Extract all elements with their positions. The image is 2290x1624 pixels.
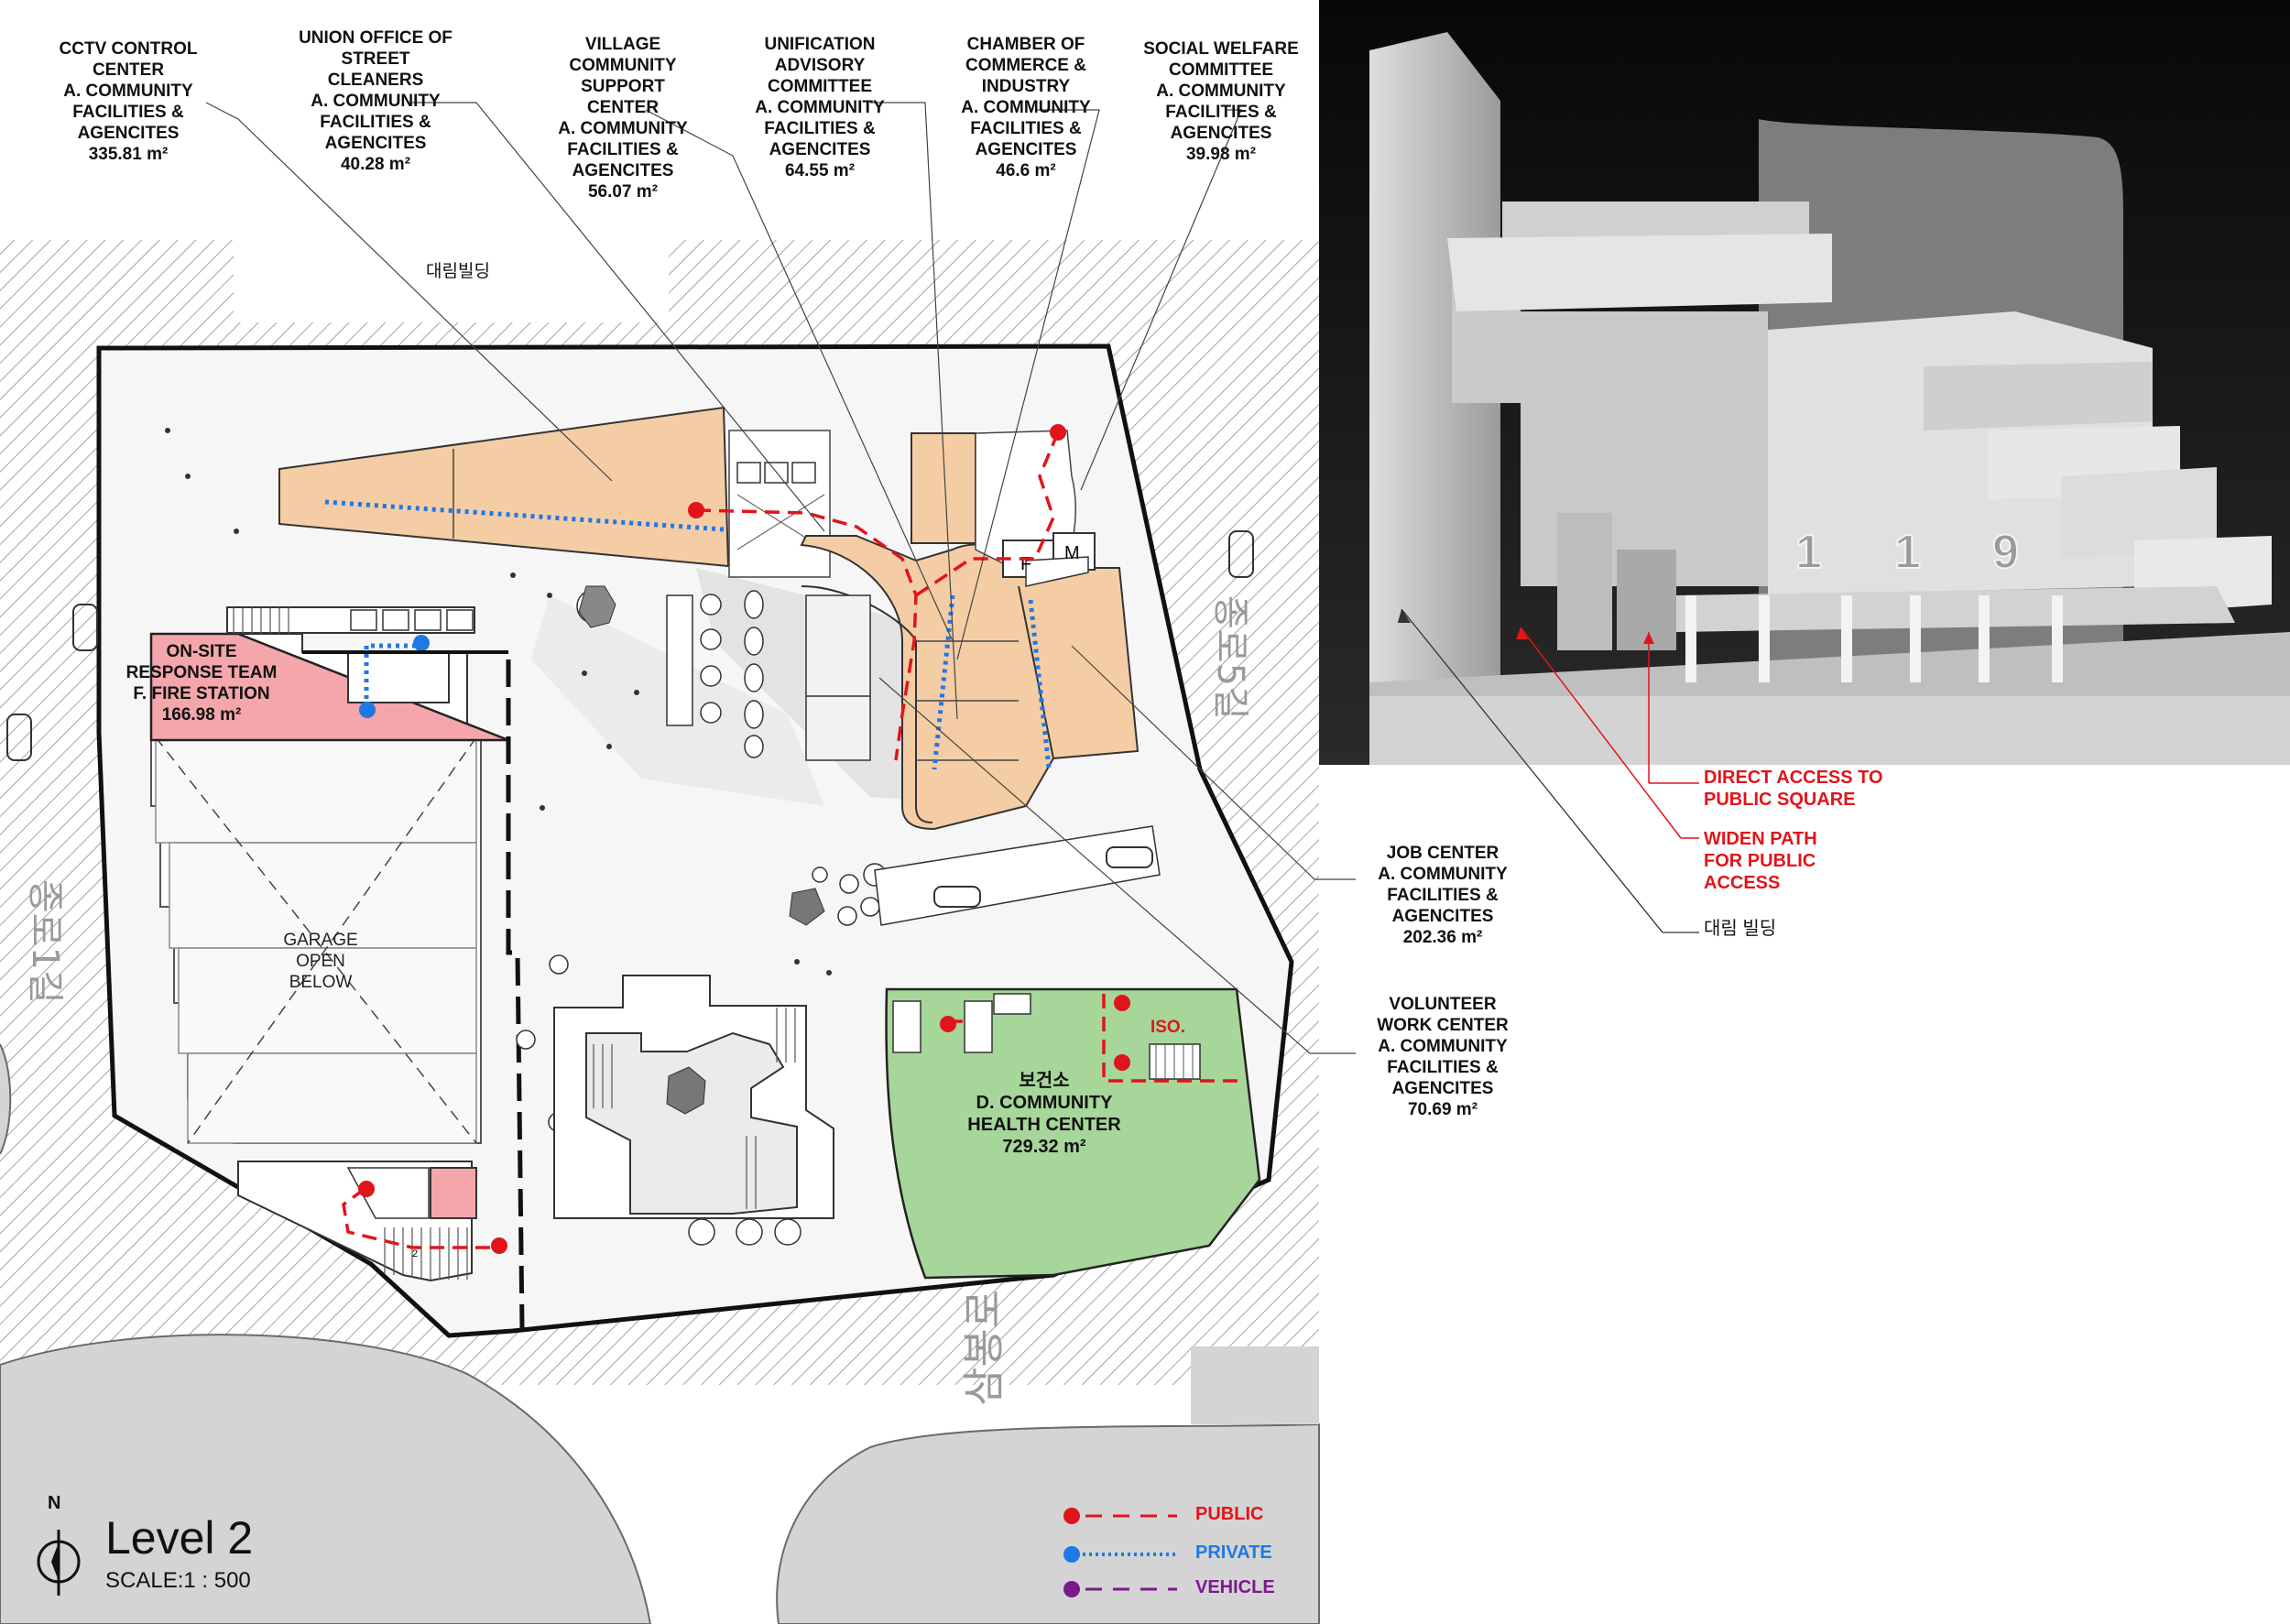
plan-scale: SCALE:1 : 500 (105, 1568, 251, 1593)
road-area-southeast (776, 1422, 1320, 1624)
public-route-lower (342, 1187, 499, 1249)
sculpture (578, 585, 616, 628)
legend (1063, 1508, 1177, 1597)
unit-number: 2 (412, 1248, 418, 1259)
plan-title: Level 2 (105, 1512, 254, 1564)
car-icons (6, 530, 1254, 908)
leader-lines (205, 102, 1356, 1054)
street-label-south: 삼봉로 (959, 1290, 1009, 1406)
public-node (491, 1237, 507, 1254)
public-node (1114, 1054, 1130, 1071)
label-building-north: 대림빌딩 (426, 262, 490, 281)
public-route-central (695, 508, 918, 761)
private-route-community-2 (1028, 599, 1052, 768)
plaza-furniture (516, 589, 1161, 1246)
public-node (1050, 424, 1066, 441)
cctv-control-center (278, 406, 831, 578)
model-number-3: 9 (1992, 526, 2019, 579)
private-route-cctv (324, 499, 725, 532)
fire-station (149, 606, 509, 742)
courtyard-block (553, 975, 834, 1219)
model-photo (1319, 0, 2290, 933)
legend-public-dot (1063, 1508, 1080, 1524)
public-route-health-iso (1102, 994, 1238, 1083)
road-area-southwest (0, 1334, 652, 1624)
legend-vehicle-dot (1063, 1581, 1080, 1597)
legend-vehicle-label: VEHICLE (1195, 1577, 1275, 1597)
legend-private-dot (1063, 1546, 1080, 1563)
sculpture-2 (789, 888, 825, 926)
road-strip-south (1191, 1346, 1319, 1424)
north-label: N (48, 1493, 61, 1513)
public-node (688, 502, 704, 518)
model-number-1: 1 (1795, 526, 1822, 579)
private-node (359, 702, 376, 718)
label-iso: ISO. (1150, 1018, 1185, 1037)
neighbour-building-north (234, 240, 669, 322)
room-label-m: M (1064, 543, 1080, 563)
note-building: 대림 빌딩 (1704, 919, 1777, 939)
street-label-east: 종로5길 (1209, 595, 1251, 720)
community-block (800, 430, 1140, 831)
public-node (1114, 995, 1130, 1011)
north-arrow-icon (37, 1530, 81, 1596)
street-label-west: 종로1길 (24, 879, 66, 1004)
model-number-2: 1 (1894, 526, 1921, 579)
public-node (358, 1181, 375, 1197)
private-node (413, 635, 430, 651)
public-node (940, 1016, 956, 1032)
garage (150, 736, 482, 1144)
health-center (885, 987, 1261, 1280)
curb-west (0, 1043, 12, 1155)
lower-unit (237, 1161, 477, 1282)
legend-private-label: PRIVATE (1195, 1542, 1272, 1563)
public-route-east (915, 431, 1060, 597)
legend-public-label: PUBLIC (1195, 1504, 1264, 1524)
